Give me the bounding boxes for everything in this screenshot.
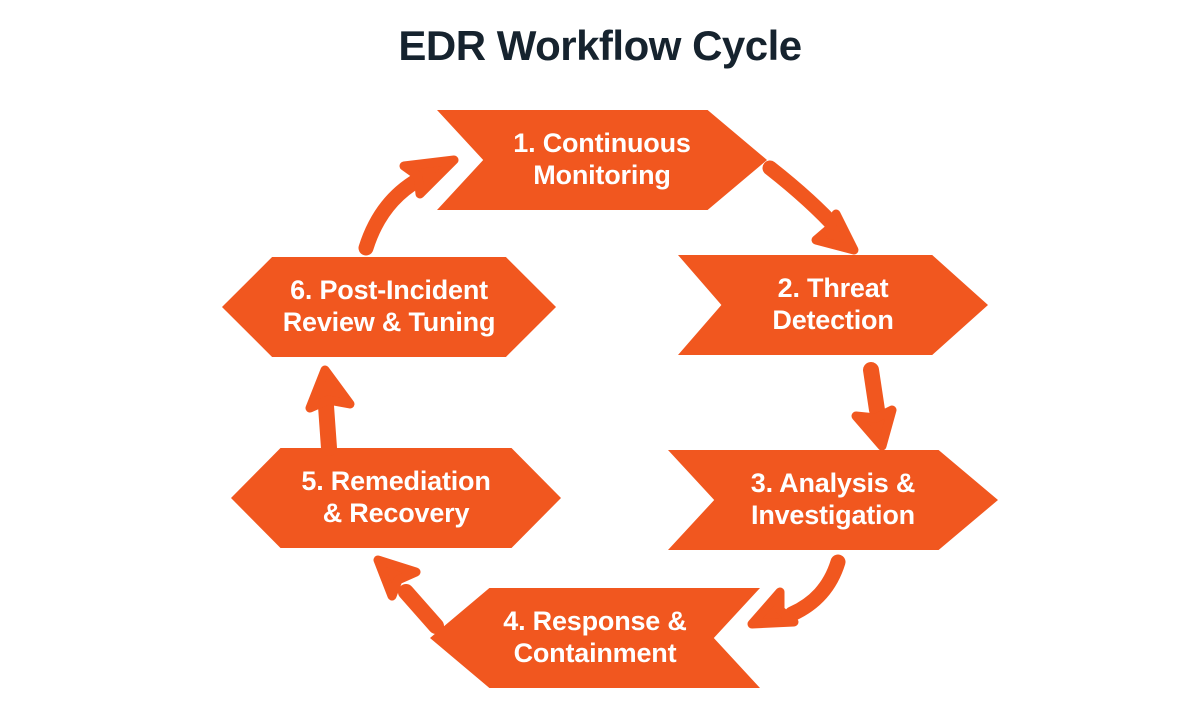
arrow-step-3-to-step-4 — [742, 552, 872, 652]
page-title: EDR Workflow Cycle — [398, 22, 802, 69]
arrow-step-1-to-step-2 — [758, 158, 878, 268]
step-box-4-response-containment[interactable]: 4. Response & Containment — [430, 588, 760, 688]
step-label-6: 6. Post-Incident Review & Tuning — [282, 275, 496, 337]
arrow-step-5-to-step-6 — [296, 362, 386, 458]
step-label-5: 5. Remediation & Recovery — [301, 466, 491, 528]
step-label-4: 4. Response & Containment — [503, 606, 687, 668]
arrow-step-2-to-step-3 — [840, 362, 930, 458]
step-box-3-analysis-investigation[interactable]: 3. Analysis & Investigation — [668, 450, 998, 550]
step-label-1: 1. Continuous Monitoring — [513, 128, 691, 190]
step-box-1-continuous-monitoring[interactable]: 1. Continuous Monitoring — [437, 110, 767, 210]
step-box-5-remediation-recovery[interactable]: 5. Remediation & Recovery — [231, 448, 561, 548]
step-label-3: 3. Analysis & Investigation — [750, 468, 916, 530]
step-label-2: 2. Threat Detection — [772, 273, 894, 335]
step-box-2-threat-detection[interactable]: 2. Threat Detection — [678, 255, 988, 355]
step-box-6-post-incident-review-tuning[interactable]: 6. Post-Incident Review & Tuning — [222, 257, 556, 357]
